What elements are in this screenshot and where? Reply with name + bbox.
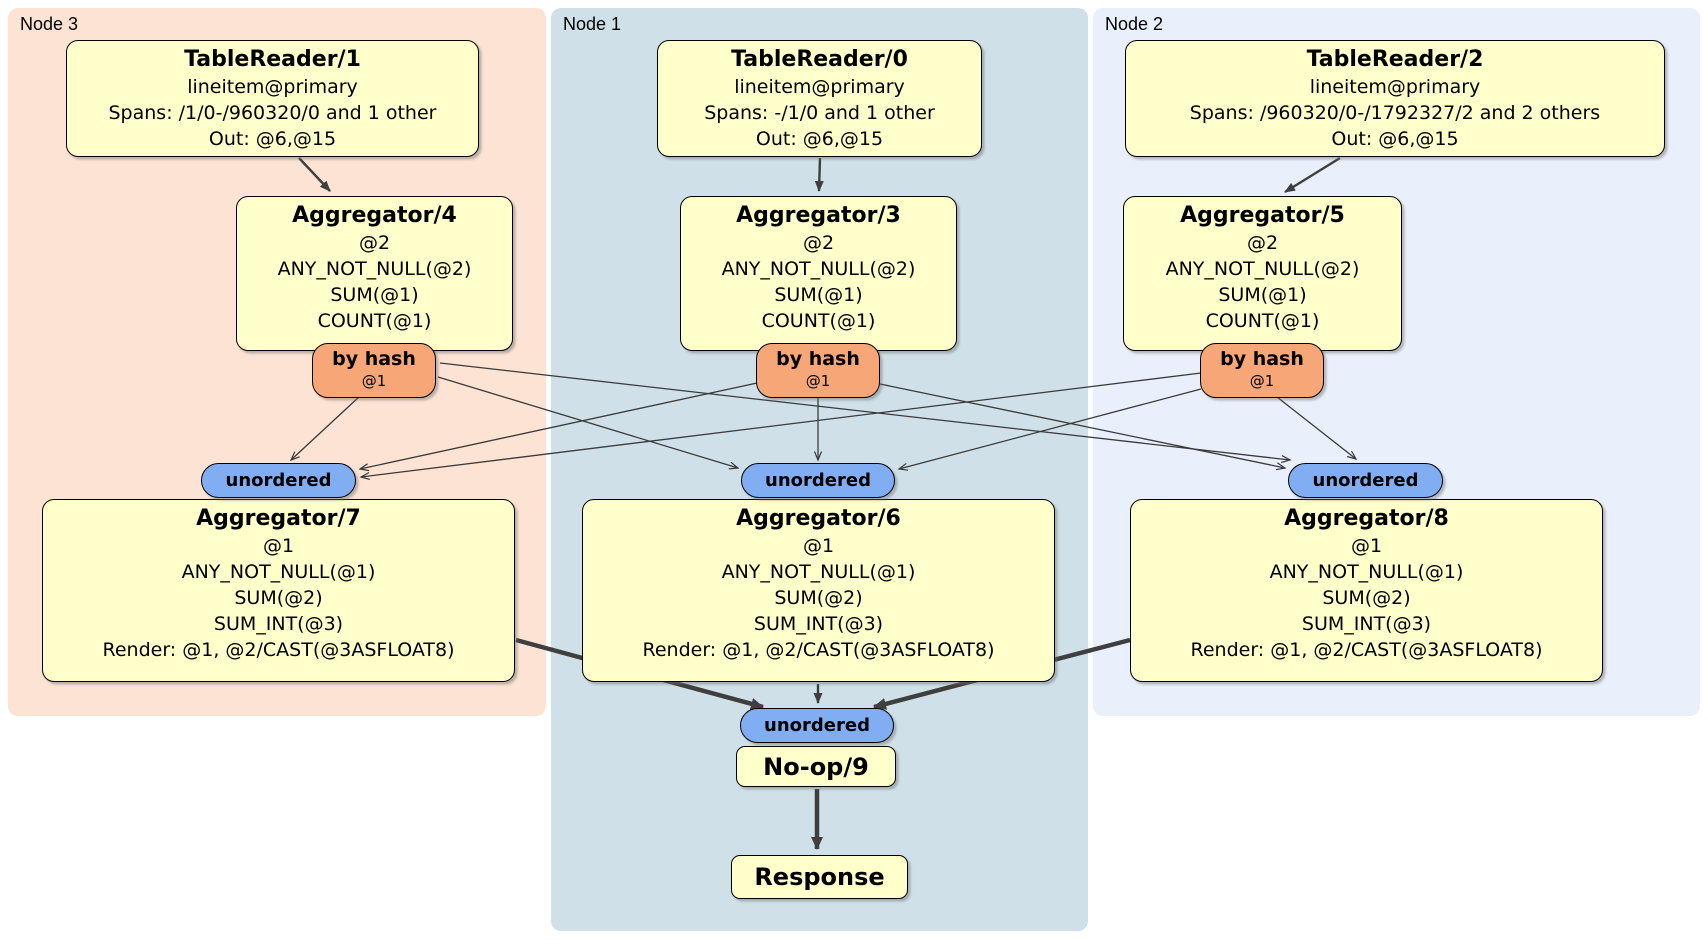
sync-unordered-left: unordered xyxy=(201,463,356,498)
processor-title: TableReader/0 xyxy=(731,47,908,72)
processor-aggregator-8: Aggregator/8 @1 ANY_NOT_NULL(@1) SUM(@2)… xyxy=(1130,499,1603,682)
processor-spans: Spans: /960320/0-/1792327/2 and 2 others xyxy=(1189,102,1601,124)
processor-title: Aggregator/8 xyxy=(1284,506,1449,531)
region-node-3-label: Node 3 xyxy=(20,14,79,34)
processor-title: Aggregator/3 xyxy=(736,203,901,228)
processor-group-cols: @1 xyxy=(262,535,295,557)
processor-agg-fn: SUM(@2) xyxy=(234,587,323,609)
router-columns: @1 xyxy=(805,372,831,390)
sync-label: unordered xyxy=(1312,470,1419,491)
processor-spans: Spans: /1/0-/960320/0 and 1 other xyxy=(108,102,437,124)
region-node-1-label: Node 1 xyxy=(563,14,622,34)
router-by-hash-3: by hash @1 xyxy=(756,343,880,398)
processor-group-cols: @2 xyxy=(1246,232,1279,254)
sync-unordered-final: unordered xyxy=(740,708,894,743)
processor-agg-fn: ANY_NOT_NULL(@1) xyxy=(1269,561,1464,583)
processor-index: lineitem@primary xyxy=(187,76,358,98)
processor-agg-fn: SUM(@1) xyxy=(1218,284,1307,306)
sync-label: unordered xyxy=(765,470,871,491)
processor-agg-fn: ANY_NOT_NULL(@1) xyxy=(181,561,376,583)
processor-agg-fn: SUM_INT(@3) xyxy=(213,613,344,635)
router-by-hash-5: by hash @1 xyxy=(1200,343,1324,398)
processor-tablereader-2: TableReader/2 lineitem@primary Spans: /9… xyxy=(1125,40,1665,157)
processor-title: Aggregator/5 xyxy=(1180,203,1345,228)
processor-title: Aggregator/6 xyxy=(736,506,901,531)
processor-title: No-op/9 xyxy=(763,752,869,781)
router-label: by hash xyxy=(332,348,416,370)
processor-noop-9: No-op/9 xyxy=(736,746,896,787)
processor-title: Aggregator/7 xyxy=(196,506,361,531)
processor-agg-fn: SUM_INT(@3) xyxy=(753,613,884,635)
processor-aggregator-7: Aggregator/7 @1 ANY_NOT_NULL(@1) SUM(@2)… xyxy=(42,499,515,682)
region-node-2-label: Node 2 xyxy=(1105,14,1164,34)
processor-agg-fn: SUM(@2) xyxy=(1322,587,1411,609)
processor-index: lineitem@primary xyxy=(1309,76,1481,98)
sync-label: unordered xyxy=(764,715,870,736)
processor-group-cols: @2 xyxy=(358,232,391,254)
processor-aggregator-6: Aggregator/6 @1 ANY_NOT_NULL(@1) SUM(@2)… xyxy=(582,499,1055,682)
router-columns: @1 xyxy=(361,372,387,390)
processor-agg-fn: SUM(@2) xyxy=(774,587,863,609)
processor-out: Out: @6,@15 xyxy=(1331,128,1459,150)
processor-agg-fn: ANY_NOT_NULL(@2) xyxy=(721,258,916,280)
router-label: by hash xyxy=(776,348,860,370)
router-label: by hash xyxy=(1220,348,1304,370)
processor-agg-fn: ANY_NOT_NULL(@1) xyxy=(721,561,916,583)
processor-agg-fn: COUNT(@1) xyxy=(1205,310,1320,332)
processor-agg-fn: COUNT(@1) xyxy=(761,310,876,332)
router-by-hash-4: by hash @1 xyxy=(312,343,436,398)
processor-title: Response xyxy=(754,863,885,891)
processor-group-cols: @1 xyxy=(802,535,835,557)
processor-agg-fn: ANY_NOT_NULL(@2) xyxy=(1165,258,1360,280)
processor-aggregator-4: Aggregator/4 @2 ANY_NOT_NULL(@2) SUM(@1)… xyxy=(236,196,513,351)
processor-tablereader-1: TableReader/1 lineitem@primary Spans: /1… xyxy=(66,40,479,157)
processor-agg-fn: SUM(@1) xyxy=(330,284,419,306)
processor-render: Render: @1, @2/CAST(@3ASFLOAT8) xyxy=(1190,639,1543,661)
processor-aggregator-5: Aggregator/5 @2 ANY_NOT_NULL(@2) SUM(@1)… xyxy=(1123,196,1402,351)
processor-agg-fn: SUM(@1) xyxy=(774,284,863,306)
processor-index: lineitem@primary xyxy=(734,76,905,98)
router-columns: @1 xyxy=(1249,372,1275,390)
processor-title: TableReader/1 xyxy=(184,47,361,72)
processor-out: Out: @6,@15 xyxy=(208,128,337,150)
processor-out: Out: @6,@15 xyxy=(755,128,884,150)
processor-aggregator-3: Aggregator/3 @2 ANY_NOT_NULL(@2) SUM(@1)… xyxy=(680,196,957,351)
processor-group-cols: @1 xyxy=(1350,535,1383,557)
response-node: Response xyxy=(731,855,908,899)
sync-label: unordered xyxy=(225,470,332,491)
sync-unordered-center: unordered xyxy=(741,463,895,498)
sync-unordered-right: unordered xyxy=(1288,463,1443,498)
processor-title: TableReader/2 xyxy=(1306,47,1484,72)
processor-render: Render: @1, @2/CAST(@3ASFLOAT8) xyxy=(642,639,995,661)
processor-tablereader-0: TableReader/0 lineitem@primary Spans: -/… xyxy=(657,40,982,157)
processor-agg-fn: ANY_NOT_NULL(@2) xyxy=(277,258,472,280)
processor-render: Render: @1, @2/CAST(@3ASFLOAT8) xyxy=(102,639,455,661)
processor-title: Aggregator/4 xyxy=(292,203,457,228)
processor-agg-fn: COUNT(@1) xyxy=(317,310,432,332)
processor-agg-fn: SUM_INT(@3) xyxy=(1301,613,1432,635)
processor-group-cols: @2 xyxy=(802,232,835,254)
processor-spans: Spans: -/1/0 and 1 other xyxy=(704,102,935,124)
